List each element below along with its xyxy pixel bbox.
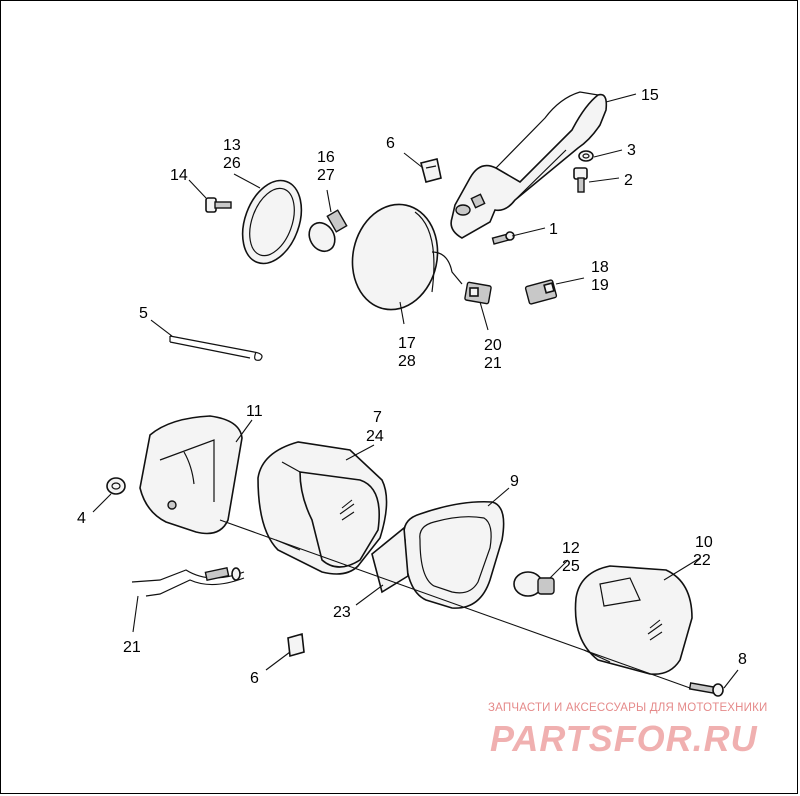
part-tail-housing bbox=[257, 441, 388, 575]
part-clip-upper bbox=[420, 158, 442, 183]
label-17: 17 bbox=[398, 335, 416, 352]
part-lens-housing bbox=[351, 203, 463, 311]
label-22: 22 bbox=[693, 552, 711, 569]
part-reflector bbox=[371, 526, 409, 594]
label-15: 15 bbox=[641, 87, 659, 104]
label-26: 26 bbox=[223, 155, 241, 172]
label-3: 3 bbox=[627, 142, 636, 159]
label-10: 10 bbox=[695, 534, 713, 551]
label-25: 25 bbox=[562, 558, 580, 575]
label-27: 27 bbox=[317, 167, 335, 184]
part-lens-lower bbox=[574, 565, 693, 676]
part-screw-long bbox=[688, 682, 724, 697]
part-screw-14 bbox=[205, 197, 232, 213]
watermark-logo: PARTSFOR.RU bbox=[490, 718, 758, 759]
part-clip-lower bbox=[287, 632, 305, 658]
part-connector bbox=[464, 281, 492, 305]
label-1: 1 bbox=[549, 221, 558, 238]
label-21-lower: 21 bbox=[123, 639, 141, 656]
part-connector-18 bbox=[524, 279, 558, 305]
label-18: 18 bbox=[591, 259, 609, 276]
label-28: 28 bbox=[398, 353, 416, 370]
label-23: 23 bbox=[333, 604, 351, 621]
part-wire-harness bbox=[131, 566, 245, 597]
label-19: 19 bbox=[591, 277, 609, 294]
label-20: 20 bbox=[484, 337, 502, 354]
leader-lines bbox=[92, 93, 739, 689]
part-bulb-lower bbox=[513, 571, 555, 597]
label-9: 9 bbox=[510, 473, 519, 490]
label-16: 16 bbox=[317, 149, 335, 166]
assembly-line bbox=[219, 519, 691, 689]
label-6-upper: 6 bbox=[386, 135, 395, 152]
part-mounting-plate bbox=[139, 415, 243, 535]
label-4: 4 bbox=[77, 510, 86, 527]
part-wire bbox=[169, 335, 263, 361]
part-screw-small bbox=[491, 231, 515, 245]
label-7: 7 bbox=[373, 409, 382, 426]
part-bracket bbox=[450, 91, 608, 239]
label-5: 5 bbox=[139, 305, 148, 322]
label-8: 8 bbox=[738, 651, 747, 668]
label-2: 2 bbox=[624, 172, 633, 189]
part-lens-gasket bbox=[403, 500, 505, 609]
label-24: 24 bbox=[366, 428, 384, 445]
label-6-lower: 6 bbox=[250, 670, 259, 687]
callout-labels: 15 3 2 1 6 13 26 16 27 14 18 19 17 28 20… bbox=[77, 87, 747, 687]
label-12: 12 bbox=[562, 540, 580, 557]
label-13: 13 bbox=[223, 137, 241, 154]
part-trim-ring bbox=[241, 179, 303, 265]
label-11: 11 bbox=[246, 403, 263, 420]
part-bolt bbox=[573, 167, 588, 193]
part-bulb-upper bbox=[308, 209, 348, 253]
part-washer bbox=[578, 150, 594, 162]
watermark-caption: ЗАПЧАСТИ И АКСЕССУАРЫ ДЛЯ МОТОТЕХНИКИ bbox=[488, 702, 768, 714]
part-washer-4 bbox=[106, 477, 126, 495]
label-14: 14 bbox=[170, 167, 188, 184]
label-21-upper: 21 bbox=[484, 355, 502, 372]
